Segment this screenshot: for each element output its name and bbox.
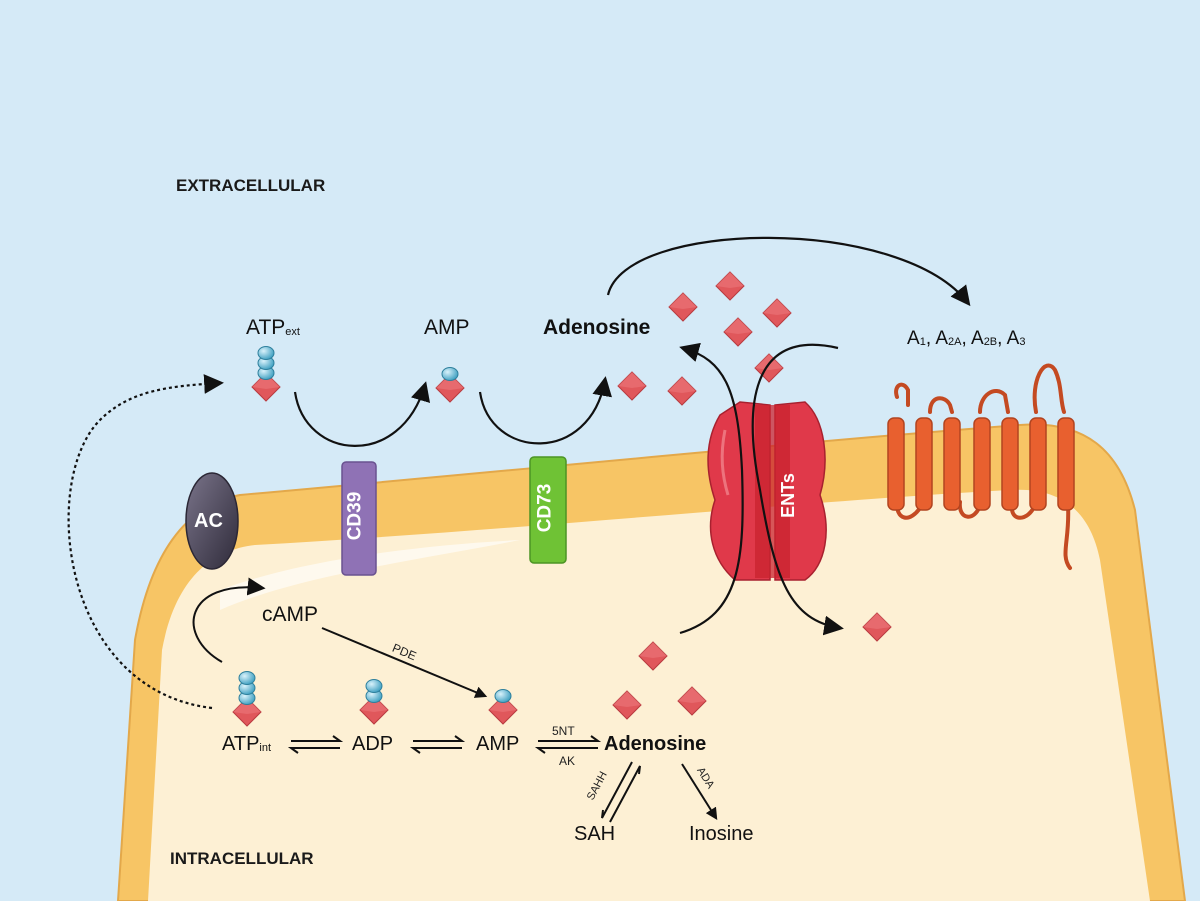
atp-release-arrow <box>67 374 224 710</box>
extracellular-arrows <box>293 236 971 636</box>
ac-enzyme <box>185 472 239 570</box>
adenosine-receptor <box>887 363 1075 570</box>
amp-ext-label: AMP <box>424 316 470 339</box>
amp-ext-molecule <box>435 367 465 403</box>
ents-label: ENTs <box>777 473 798 518</box>
intracellular-label: INTRACELLULAR <box>170 849 314 868</box>
adp-label: ADP <box>352 733 394 755</box>
5nt-label: 5NT <box>552 724 575 738</box>
atp-ext-molecule <box>251 346 281 402</box>
ents-transporter <box>707 401 827 581</box>
atp-int-label: ATPint <box>222 733 272 755</box>
cd39-label: CD39 <box>344 491 366 541</box>
extracellular-label: EXTRACELLULAR <box>176 176 326 195</box>
ak-label: AK <box>559 754 576 768</box>
intracellular-arrows <box>192 577 718 823</box>
cd73-enzyme <box>529 456 567 564</box>
cd73-label: CD73 <box>534 483 556 533</box>
adenosine-ext-label: Adenosine <box>543 316 651 339</box>
amp-int-label: AMP <box>476 733 520 755</box>
ac-label: AC <box>194 510 223 532</box>
cd39-enzyme <box>341 461 377 576</box>
atp-ext-label: ATPext <box>246 316 300 339</box>
adenosine-int-label: Adenosine <box>604 733 707 755</box>
cytoplasm <box>148 489 1150 901</box>
sah-label: SAH <box>574 823 616 845</box>
inosine-label: Inosine <box>689 823 754 845</box>
camp-label: cAMP <box>262 603 319 626</box>
receptor-subtypes-label: A1, A2A, A2B, A3 <box>907 328 1026 349</box>
